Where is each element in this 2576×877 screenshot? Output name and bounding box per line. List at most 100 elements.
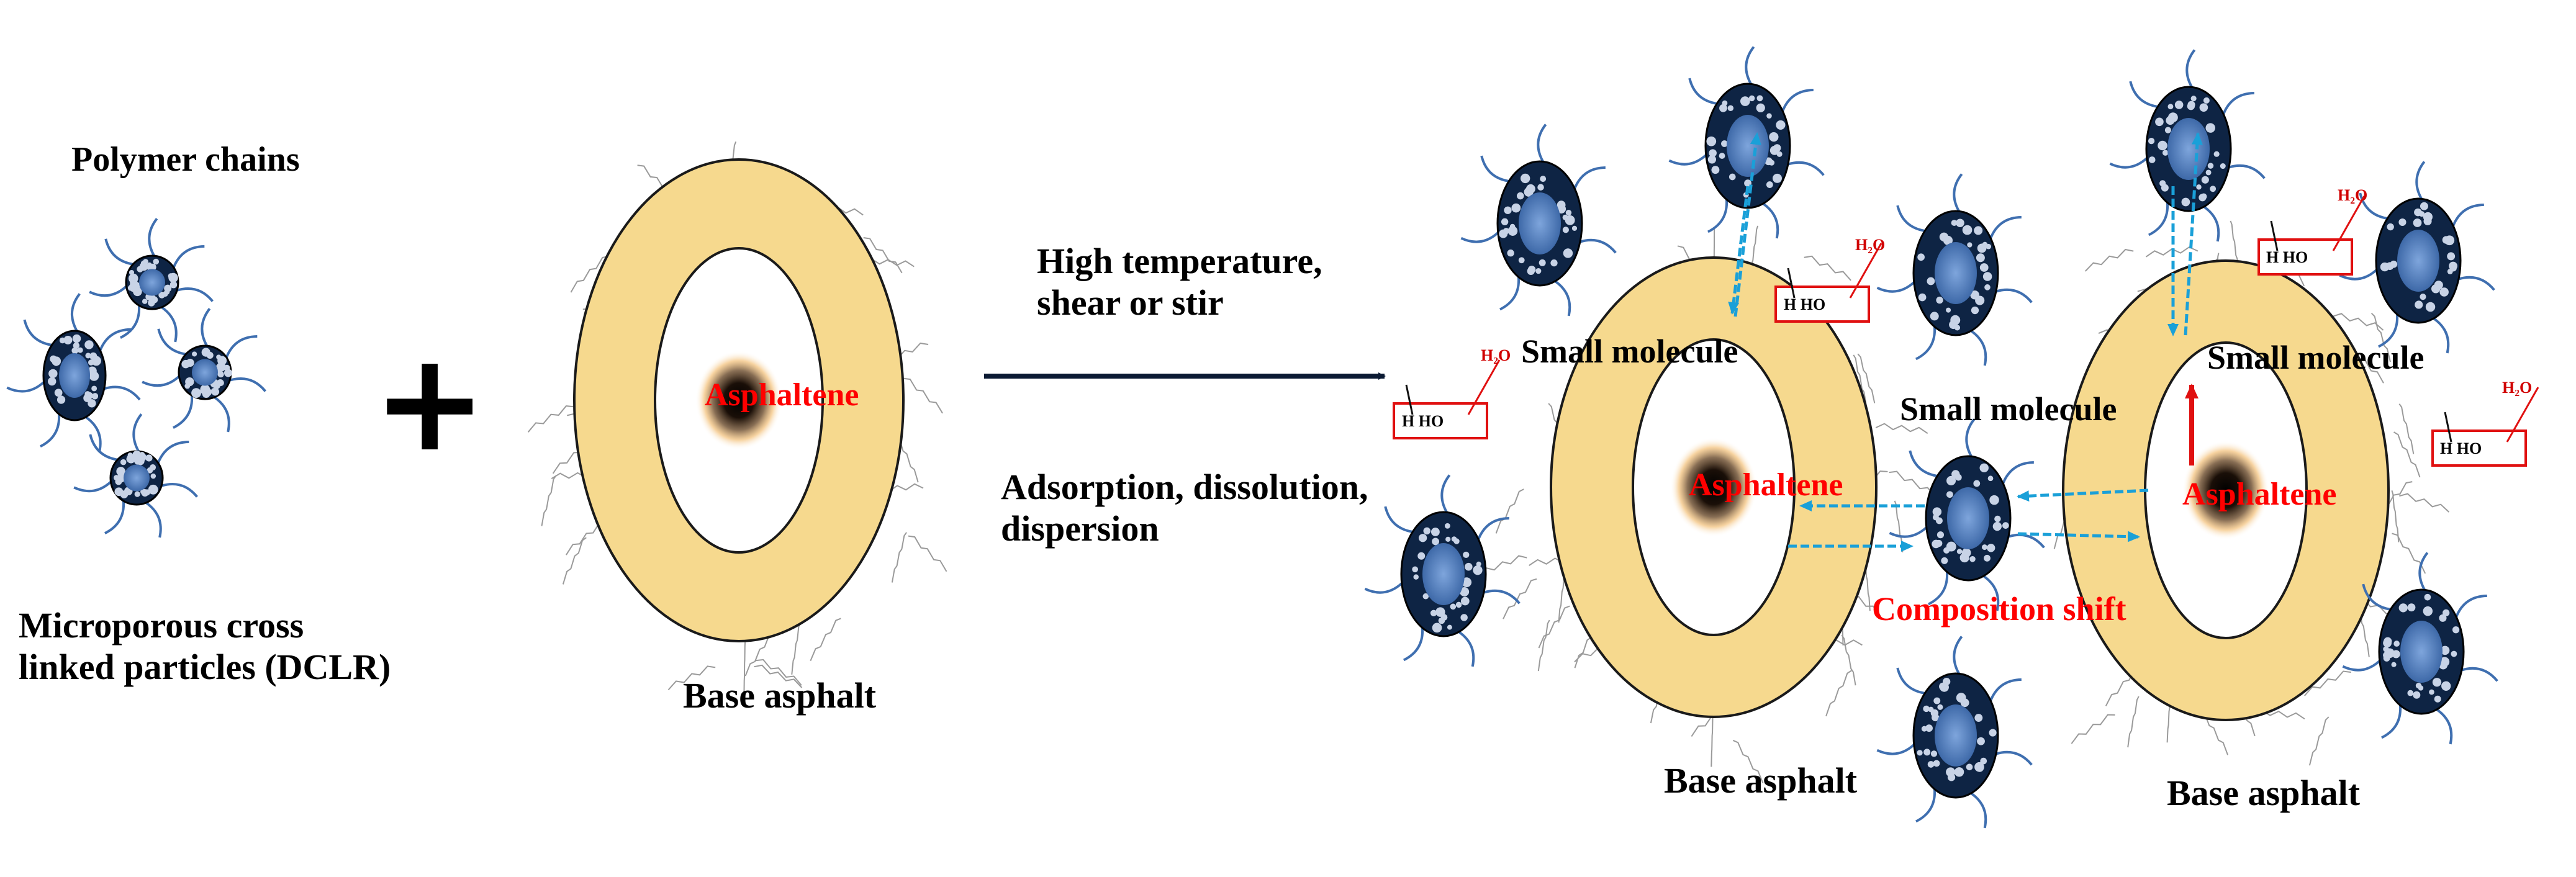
- polymer-chain: [2229, 166, 2264, 178]
- polymer-chain: [158, 442, 189, 463]
- micropore-dot: [1980, 758, 1987, 765]
- polymer-chain: [1461, 233, 1498, 242]
- micropore-dot: [120, 459, 127, 465]
- micropore-dot: [1987, 544, 1995, 552]
- polymer-chain: [161, 484, 197, 497]
- micropore-dot: [136, 457, 144, 465]
- micropore-dot: [2206, 169, 2212, 175]
- polymer-chain: [2462, 668, 2497, 681]
- hydrocarbon-chain-sketch: [2086, 250, 2134, 271]
- polymer-chain: [40, 414, 59, 446]
- polymer-chain: [161, 307, 176, 342]
- micropore-dot: [84, 340, 93, 349]
- micropore-dot: [1974, 714, 1982, 722]
- micropore-dot: [1766, 113, 1772, 119]
- micropore-dot: [1957, 549, 1962, 554]
- micropore-dot: [2392, 662, 2397, 667]
- micropore-dot: [1946, 542, 1956, 552]
- micropore-dot: [1728, 106, 1733, 111]
- polymer-chain: [1971, 331, 1986, 366]
- micropore-dot: [2441, 681, 2451, 691]
- micropore-dot: [126, 457, 131, 462]
- micropore-dot: [2452, 626, 2459, 633]
- hydrocarbon-chain-sketch: [792, 623, 800, 675]
- hydrocarbon-chain-sketch: [908, 536, 947, 572]
- polymer-chain: [100, 330, 131, 351]
- micropore-dot: [1507, 250, 1514, 256]
- polymer-chain: [133, 414, 141, 451]
- micropore-dot: [130, 279, 137, 286]
- polymer-chain: [1575, 168, 1606, 189]
- micropore-dot: [151, 296, 158, 303]
- polymer-chain: [104, 387, 140, 400]
- polymer-chain: [2434, 318, 2448, 353]
- hydrocarbon-chain-sketch: [1826, 671, 1851, 716]
- micropore-dot: [1445, 537, 1450, 542]
- micropore-dot: [1539, 259, 1546, 266]
- polymer-chain: [2204, 207, 2218, 241]
- polymer-chain: [2223, 93, 2254, 114]
- hbond-text-2: H HO: [1784, 295, 1825, 314]
- dclr-particle-core: [1947, 487, 1989, 549]
- micropore-dot: [1927, 277, 1935, 286]
- dclr-particle-core: [59, 353, 90, 398]
- micropore-dot: [1976, 253, 1985, 262]
- micropore-dot: [1969, 556, 1976, 562]
- micropore-dot: [1936, 297, 1943, 304]
- micropore-dot: [1994, 516, 2000, 522]
- hbond-text-1: H HO: [1402, 412, 1444, 431]
- micropore-dot: [181, 360, 190, 369]
- micropore-dot: [2380, 263, 2389, 271]
- polymer-chain: [1916, 327, 1935, 359]
- polymer-chain: [1877, 745, 1914, 754]
- process-effects-label: Adsorption, dissolution, dispersion: [1001, 467, 1368, 549]
- micropore-dot: [2447, 252, 2455, 260]
- micropore-dot: [2413, 691, 2420, 699]
- polymer-chain: [1954, 636, 1961, 673]
- micropore-dot: [1982, 544, 1987, 550]
- polymer-chain: [214, 397, 228, 432]
- micropore-dot: [2419, 211, 2425, 217]
- polymer-chain: [142, 376, 179, 385]
- polymer-chain: [177, 289, 212, 301]
- hydrocarbon-chain-sketch: [2128, 696, 2139, 747]
- micropore-dot: [1572, 226, 1577, 231]
- micropore-dot: [91, 356, 101, 366]
- micropore-dot: [1983, 265, 1988, 270]
- polymer-chain: [1889, 528, 1926, 537]
- micropore-dot: [2162, 150, 2168, 156]
- polymer-chain: [2149, 203, 2167, 235]
- hydrocarbon-chain-sketch: [810, 618, 841, 660]
- micropore-dot: [1951, 220, 1958, 226]
- micropore-dot: [55, 389, 63, 397]
- micropore-dot: [48, 377, 56, 385]
- micropore-dot: [1711, 166, 1719, 174]
- micropore-dot: [2165, 127, 2171, 133]
- micropore-dot: [1419, 534, 1427, 542]
- micropore-dot: [1450, 604, 1457, 610]
- micropore-dot: [1465, 563, 1473, 571]
- base-asphalt-label-right-1: Base asphalt: [1664, 760, 1857, 802]
- micropore-dot: [1453, 538, 1459, 544]
- micropore-dot: [216, 354, 221, 359]
- polymer-chain: [86, 417, 100, 452]
- micropore-dot: [224, 365, 230, 371]
- polymer-chain: [2187, 50, 2194, 87]
- micropore-dot: [2168, 112, 2178, 122]
- hydrocarbon-chain-sketch: [904, 379, 943, 413]
- micropore-dot: [1931, 750, 1937, 757]
- micropore-dot: [2428, 302, 2434, 308]
- hydrocarbon-chain-sketch: [2399, 404, 2413, 454]
- micropore-dot: [1977, 737, 1985, 745]
- hydrocarbon-chain-sketch: [542, 476, 556, 526]
- micropore-dot: [2002, 522, 2009, 529]
- micropore-dot: [1557, 200, 1566, 209]
- micropore-dot: [2149, 156, 2156, 163]
- polymer-chain: [1954, 174, 1961, 211]
- hydrocarbon-chain-sketch: [1503, 579, 1537, 619]
- micropore-dot: [48, 369, 57, 378]
- micropore-dot: [1740, 96, 1750, 106]
- micropore-dot: [1729, 174, 1736, 181]
- micropore-dot: [2161, 184, 2169, 192]
